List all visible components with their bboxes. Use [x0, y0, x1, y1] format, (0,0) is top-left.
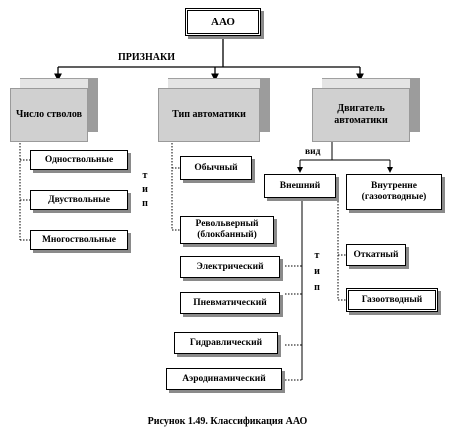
category-engine: Двигатель автоматики: [312, 78, 420, 142]
category-barrels: Число стволов: [10, 78, 98, 142]
vid-label: вид: [305, 147, 321, 157]
tip-letter-i-left: и: [142, 184, 148, 195]
category-automation-type-title: Тип автоматики: [172, 109, 246, 120]
automation-ordinary: Обычный: [180, 156, 252, 180]
tip-letter-t-right: т: [314, 250, 320, 261]
tip-letter-i-right: и: [314, 266, 320, 277]
drive-pneumatic: Пневматический: [180, 292, 280, 314]
barrels-single: Одноствольные: [30, 150, 128, 170]
barrels-multi: Многоствольные: [30, 230, 128, 250]
drive-electric: Электрический: [180, 256, 280, 278]
category-barrels-title: Число стволов: [16, 109, 82, 120]
category-automation-type: Тип автоматики: [158, 78, 270, 142]
tip-letter-p-left: п: [142, 198, 148, 209]
barrels-double: Двуствольные: [30, 190, 128, 210]
root-title: ААО: [211, 15, 235, 28]
internal-gas: Газоотводный: [346, 288, 438, 312]
category-engine-title: Двигатель автоматики: [334, 103, 388, 126]
priznaki-label: ПРИЗНАКИ: [118, 52, 175, 63]
drive-aerodynamic: Аэродинамический: [166, 368, 282, 390]
tip-letter-t-left: т: [142, 170, 148, 181]
root-node: ААО: [185, 8, 261, 36]
figure-caption: Рисунок 1.49. Классификация ААО: [147, 416, 308, 427]
internal-recoil: Откатный: [346, 244, 406, 266]
engine-internal: Внутренне (газоотводные): [346, 174, 442, 210]
tip-letter-p-right: п: [314, 282, 320, 293]
engine-external: Внешний: [264, 174, 336, 198]
automation-revolver: Револьверный (блокбанный): [180, 216, 274, 244]
drive-hydraulic: Гидравлический: [174, 332, 278, 354]
